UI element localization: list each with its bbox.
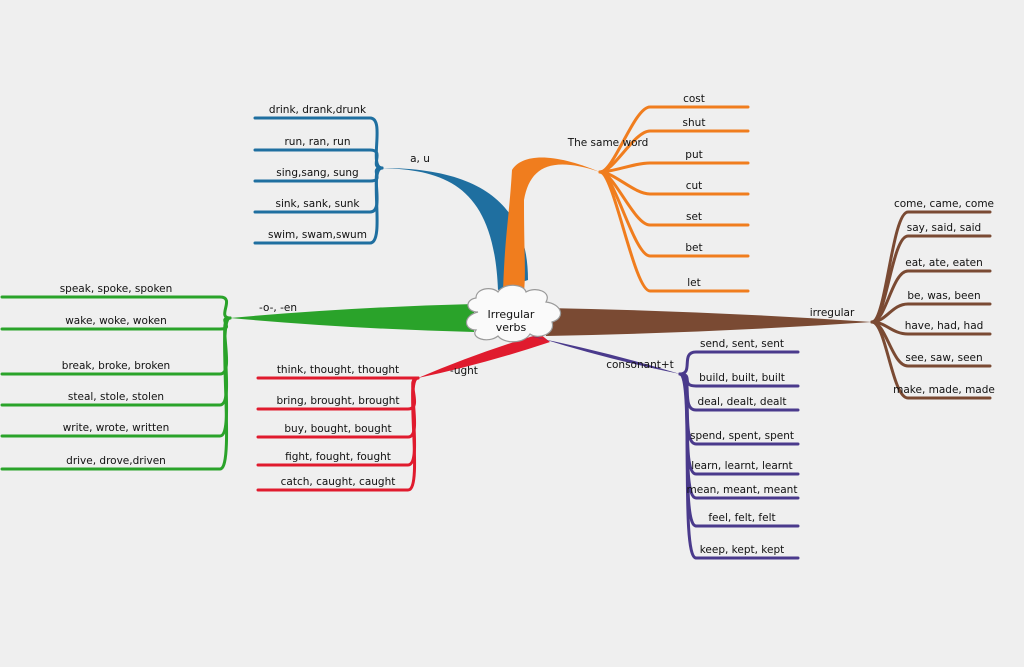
leaf-label: cost [683,93,705,105]
leaf-label: sink, sank, sunk [276,198,361,210]
leaf-label: break, broke, broken [62,360,170,372]
leaf-label: bet [685,242,702,254]
leaf-label: let [687,277,701,289]
leaf-label: send, sent, sent [700,338,784,350]
branch-connectors [0,105,992,560]
leaf-connector [678,372,800,560]
branch-label-consonant-t: consonant+t [606,359,674,371]
branch-label-irregular: irregular [810,307,855,319]
leaf-connector [598,170,750,258]
branch-trunk-irregular [546,308,872,336]
leaf-label: wake, woke, woken [65,315,167,327]
branch-labels: a, u The same word irregular -o-, -en -ught c… [259,137,855,377]
leaf-label: catch, caught, caught [281,476,396,488]
leaf-label: deal, dealt, dealt [697,396,786,408]
branch-trunk-consonant-t [528,336,680,374]
central-topic-line2: verbs [496,321,527,334]
leaf-label: steal, stole, stolen [68,391,164,403]
central-topic-line1: Irregular [488,308,535,321]
leaf-label: learn, learnt, learnt [691,460,792,472]
leaf-label: swim, swam,swum [268,229,367,241]
central-topic: Irregular verbs [465,284,562,343]
leaf-label: sing,sang, sung [276,167,358,179]
leaf-label: think, thought, thought [277,364,399,376]
leaf-label: set [686,211,702,223]
leaf-connector [253,148,384,170]
leaf-label: come, came, come [894,198,994,210]
leaf-label: build, built, built [699,372,785,384]
leaf-label: see, saw, seen [905,352,982,364]
leaf-connector [870,234,992,324]
leaf-connector [870,320,992,400]
branch-label-ught: -ught [450,365,478,377]
branch-label-a-u: a, u [410,153,430,165]
leaf-label: feel, felt, felt [708,512,775,524]
leaf-label: buy, bought, bought [284,423,391,435]
cloud-shape [465,284,562,343]
branch-label-same-word: The same word [567,137,649,149]
leaf-label: drink, drank,drunk [269,104,367,116]
leaf-nodes: drink, drank,drunk run, ran, run sing,sang… [60,93,995,556]
leaf-label: make, made, made [893,384,995,396]
leaf-label: be, was, been [907,290,980,302]
leaf-label: cut [686,180,703,192]
leaf-label: spend, spent, spent [690,430,794,442]
leaf-connector [678,350,800,376]
leaf-connector [678,372,800,476]
branch-trunk-o-en [230,304,474,332]
leaf-connector [253,166,384,245]
leaf-label: shut [683,117,706,129]
leaf-label: keep, kept, kept [700,544,785,556]
leaf-label: say, said, said [907,222,981,234]
leaf-label: bring, brought, brought [276,395,399,407]
leaf-label: fight, fought, fought [285,451,391,463]
leaf-label: eat, ate, eaten [905,257,983,269]
leaf-connector [598,170,750,196]
leaf-label: speak, spoke, spoken [60,283,173,295]
branch-trunk-ught [418,334,550,378]
leaf-connector [598,170,750,293]
leaf-connector [0,316,232,438]
branch-label-o-en: -o-, -en [259,302,297,314]
leaf-connector [256,376,420,492]
branch-trunk-same-word [503,157,600,292]
leaf-label: drive, drove,driven [66,455,166,467]
leaf-label: put [685,149,702,161]
leaf-connector [0,316,232,471]
leaf-connector [598,161,750,174]
leaf-label: mean, meant, meant [687,484,798,496]
branch-trunk-a-u [382,168,528,290]
leaf-label: have, had, had [905,320,984,332]
leaf-label: write, wrote, written [63,422,170,434]
leaf-label: run, ran, run [284,136,350,148]
